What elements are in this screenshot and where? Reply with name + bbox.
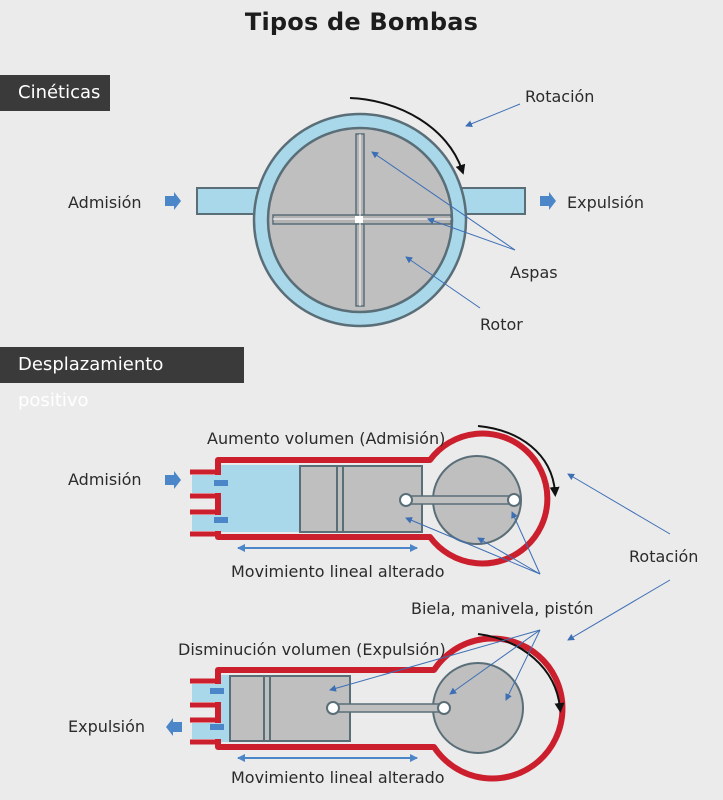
kinetic-intake-label: Admisión [68,193,142,212]
outlet-arrow-icon [166,718,182,736]
intake-arrow-icon [165,192,181,210]
displacement-rotation-label: Rotación [629,547,698,566]
rotation-arrow-icon [477,633,565,713]
piston-pump-outlet: Disminución volumen (Expulsión) Expulsió… [68,633,566,787]
valve-ports [190,469,228,537]
volume-increase-label: Aumento volumen (Admisión) [207,429,445,448]
linear-motion-bottom-label: Movimiento lineal alterado [231,768,445,787]
linear-motion-top-label: Movimiento lineal alterado [231,562,445,581]
rotation-arrow-icon [477,425,560,497]
volume-decrease-label: Disminución volumen (Expulsión) [178,640,446,659]
fluid-chamber [221,675,230,742]
kinetic-outlet-label: Expulsión [567,193,644,212]
page-title: Tipos de Bombas [244,8,479,36]
piston-pump-intake: Aumento volumen (Admisión) Admisión Movi… [68,425,560,581]
section-heading-positive-displacement: Desplazamiento positivo [0,347,244,411]
connecting-rod [405,495,515,505]
intake-arrow-icon [165,471,181,489]
rotor-label: Rotor [480,315,523,334]
valve-ports [190,678,224,745]
vanes-label: Aspas [510,263,558,282]
rotation-arrow-icon [349,97,466,175]
section-heading-kinetic: Cinéticas [0,75,110,111]
displacement-outlet-label: Expulsión [68,717,145,736]
displacement-intake-label: Admisión [68,470,142,489]
kinetic-pump: Admisión Expulsión Rotación Aspas Rotor [68,87,644,334]
mechanism-label: Biela, manivela, pistón [411,599,594,618]
leader-lines [329,473,671,701]
outlet-arrow-icon [540,192,556,210]
fluid-chamber [221,465,301,532]
kinetic-rotation-label: Rotación [525,87,594,106]
connecting-rod [332,703,445,713]
